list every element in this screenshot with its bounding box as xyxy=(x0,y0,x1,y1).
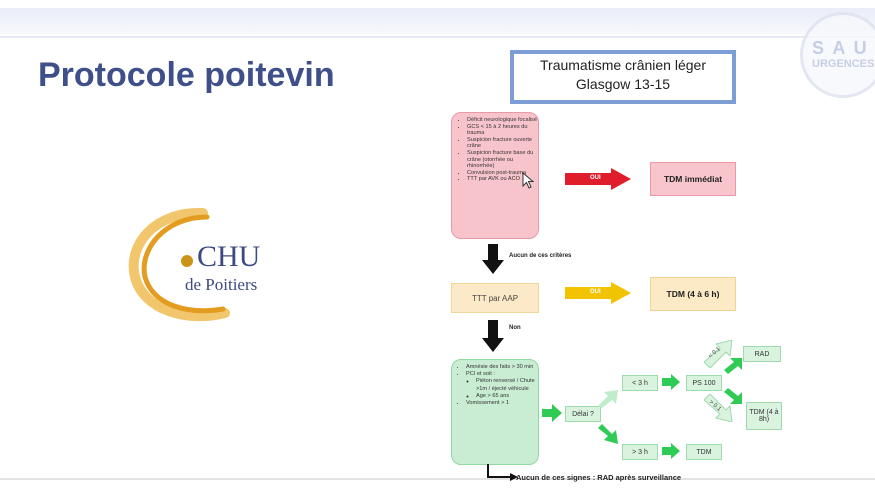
tdm-box: TDM xyxy=(686,444,722,460)
signs-item: Vomissement > 1 xyxy=(466,400,538,407)
slide-top-divider xyxy=(0,36,875,38)
criteria-item: Suspicion fracture base du crâne (otorrh… xyxy=(467,150,538,170)
oui-label-1: OUI xyxy=(590,175,601,181)
down-arrow-icon xyxy=(482,320,504,352)
signs-box: Amnésie des faits > 30 min PCI et soit :… xyxy=(451,359,539,465)
lt3h-box: < 3 h xyxy=(622,375,658,391)
criteria-item: Déficit neurologique focalisé xyxy=(467,117,538,124)
signs-item: Amnésie des faits > 30 min xyxy=(466,364,538,371)
delai-box: Délai ? xyxy=(565,406,601,422)
oui-yellow-arrow-icon xyxy=(565,282,631,304)
chu-logo-main-text: CHU xyxy=(197,240,261,273)
green-diag-up-arrow-icon xyxy=(598,390,618,408)
green-arrow-icon xyxy=(542,404,562,422)
slide-top-band xyxy=(0,8,875,34)
chu-logo-sub-text: de Poitiers xyxy=(185,275,258,294)
criteria-item: TTT par AVK ou ACO xyxy=(467,176,538,183)
criteria-list: Déficit neurologique focalisé GCS < 15 à… xyxy=(452,117,538,183)
signs-list: Amnésie des faits > 30 min PCI et soit :… xyxy=(452,364,538,407)
signs-sublist: Piéton renversé / Chute >1m / éjecté véh… xyxy=(466,378,538,400)
signs-item-label: PCI et soit : xyxy=(466,371,495,378)
elbow-arrow-icon xyxy=(487,464,518,481)
green-diag-down-arrow-icon xyxy=(598,424,618,444)
chu-logo-arc-icon xyxy=(128,207,230,322)
slide-title: Protocole poitevin xyxy=(38,56,335,94)
samu-watermark-line1: S A U xyxy=(812,38,869,58)
samu-watermark-logo xyxy=(800,12,875,98)
tdm-4-6-box: TDM (4 à 6 h) xyxy=(650,277,736,311)
aucun-criteres-label: Aucun de ces critères xyxy=(509,253,572,259)
green-diag-up-arrow-icon xyxy=(704,340,733,368)
ttt-aap-box: TTT par AAP xyxy=(451,283,539,313)
tdm-4-8-box: TDM (4 à 8h) xyxy=(746,402,782,430)
chu-logo-dot-icon xyxy=(181,255,193,267)
signs-item: PCI et soit : Piéton renversé / Chute >1… xyxy=(466,371,538,400)
tdm-immediat-box: TDM immédiat xyxy=(650,162,736,196)
green-arrow-icon xyxy=(724,388,742,404)
flow-header-box: Traumatisme crânien léger Glasgow 13-15 xyxy=(510,50,736,104)
gt3h-box: > 3 h xyxy=(622,444,658,460)
chu-logo: CHU de Poitiers xyxy=(125,205,295,325)
criteria-item: GCS < 15 à 2 heures du trauma xyxy=(467,124,538,137)
signs-subitem: Piéton renversé / Chute >1m / éjecté véh… xyxy=(476,378,538,392)
signs-subitem: Age > 65 ans xyxy=(476,393,538,400)
green-arrow-icon xyxy=(662,443,680,459)
criteria-item: Suspicion fracture ouverte crâne xyxy=(467,137,538,150)
green-arrow-icon xyxy=(724,358,742,374)
down-arrow-icon xyxy=(482,244,504,274)
flow-header-line2: Glasgow 13-15 xyxy=(575,76,671,92)
green-arrow-icon xyxy=(662,374,680,390)
ps100-box: PS 100 xyxy=(686,375,722,391)
slide-bottom-divider xyxy=(0,478,875,480)
oui-label-2: OUI xyxy=(590,289,601,295)
green-diag-down-arrow-icon xyxy=(704,394,733,422)
bottom-note: Aucun de ces signes : RAD après surveill… xyxy=(516,473,682,482)
mouse-cursor-icon xyxy=(522,172,535,189)
rad-box: RAD xyxy=(743,346,781,362)
samu-watermark-line2: URGENCES xyxy=(812,58,875,70)
criteria-item: Convulsion post-trauma xyxy=(467,170,538,177)
non-label: Non xyxy=(509,325,521,331)
flow-header-line1: Traumatisme crânien léger xyxy=(540,57,706,73)
oui-red-arrow-icon xyxy=(565,168,631,190)
